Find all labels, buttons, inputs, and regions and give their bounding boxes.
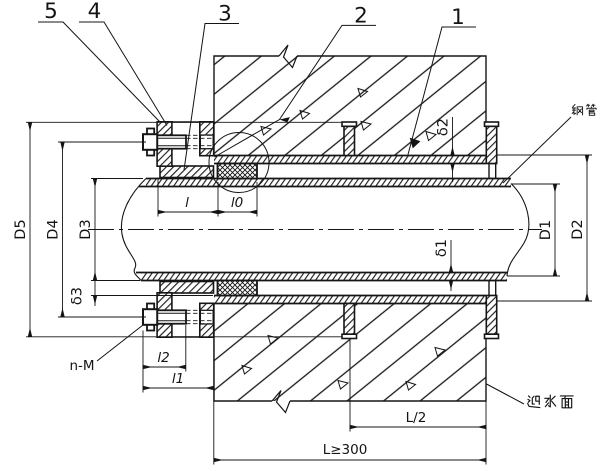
callout-2-arrowhead — [279, 117, 290, 123]
bolt-bottom — [142, 302, 213, 332]
water-face-label — [486, 383, 574, 409]
callout-3: 3 — [218, 2, 232, 27]
dim-D1: D1 — [538, 220, 554, 240]
steel-pipe-label — [502, 103, 597, 184]
dim-l: l — [185, 195, 189, 211]
steel-pipe-label-glyphs — [571, 103, 597, 116]
callout-1: 1 — [451, 5, 465, 30]
bolt-top — [142, 127, 213, 157]
dimension-lines — [26, 117, 592, 465]
dim-D5: D5 — [13, 219, 29, 239]
wing-ring-water-face — [483, 121, 500, 340]
dim-total-length: L≥300 — [323, 442, 368, 458]
dim-delta2: δ2 — [436, 118, 452, 136]
bolt-spec-label: n-M — [69, 324, 144, 374]
dim-l1: l1 — [172, 371, 184, 387]
dim-half-length: L/2 — [406, 410, 427, 426]
callout-leaders — [38, 21, 476, 171]
wing-ring-middle — [341, 121, 358, 340]
dim-delta3: δ3 — [70, 287, 86, 305]
callout-2: 2 — [354, 4, 368, 29]
rubber-sealing-ring — [216, 162, 258, 297]
callout-4: 4 — [88, 0, 102, 24]
dimension-labels: D5 D4 D3 δ3 δ1 δ2 D1 D2 l l0 l2 l1 L/2 L… — [13, 118, 586, 458]
dim-l2: l2 — [157, 350, 169, 366]
dim-delta1: δ1 — [434, 239, 450, 257]
callout-numbers: 5 4 3 2 1 — [44, 0, 465, 30]
dim-D4: D4 — [46, 219, 62, 239]
callout-5: 5 — [44, 0, 58, 24]
sleeve-flange-top — [199, 121, 215, 157]
dim-l0: l0 — [231, 195, 243, 211]
sleeve-flange-bottom — [199, 302, 215, 338]
detail-circle — [208, 132, 270, 193]
bolt-spec-text: n-M — [69, 358, 94, 374]
dim-D3: D3 — [78, 219, 94, 239]
steel-pipe — [88, 177, 542, 282]
dim-D2: D2 — [570, 219, 586, 239]
water-face-label-glyphs — [527, 394, 574, 409]
concrete-aggregate-symbols — [241, 87, 447, 391]
